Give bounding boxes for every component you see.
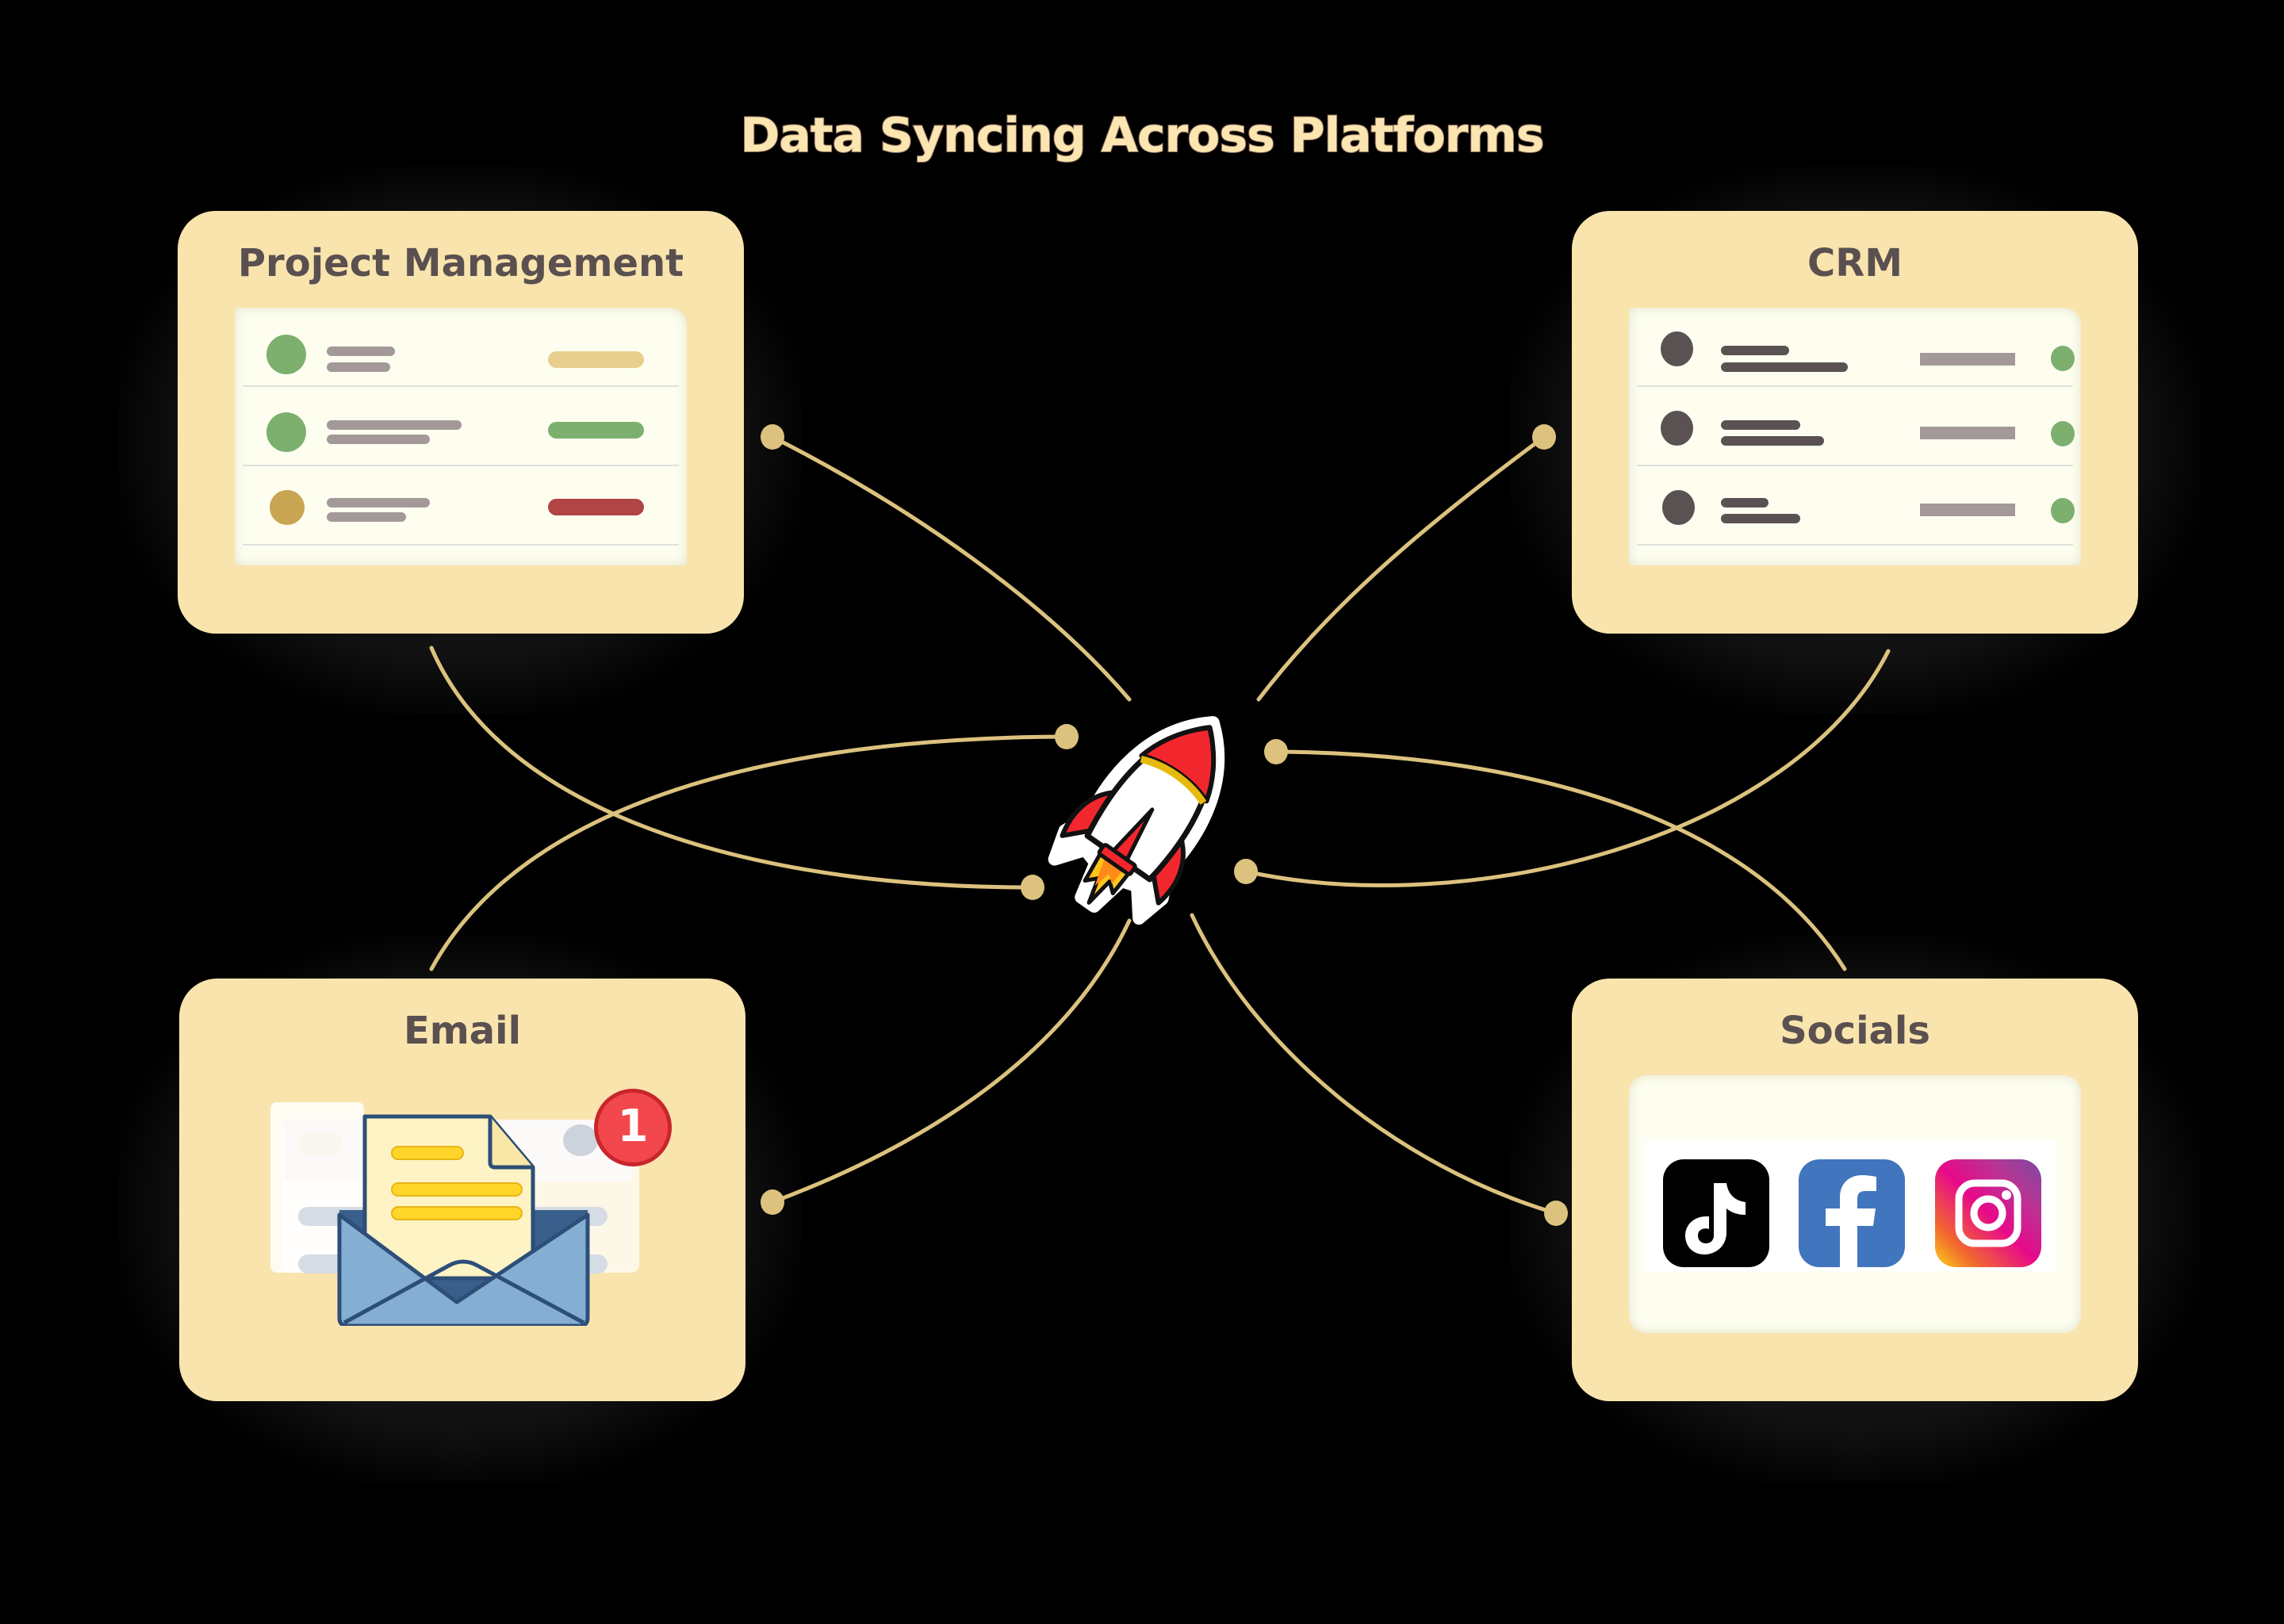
avatar [1662, 490, 1695, 525]
card-title: Email [403, 1009, 522, 1053]
connector-dot [1532, 424, 1556, 450]
connector-crm-hub [1256, 435, 1546, 702]
card-title: CRM [1807, 241, 1903, 285]
connector-pm-hub-lower [429, 645, 1035, 890]
list-item [1637, 466, 2075, 546]
card-title: Socials [1780, 1009, 1930, 1053]
list-item [243, 466, 679, 546]
notification-badge: 1 [594, 1089, 672, 1166]
text-placeholder [327, 362, 390, 372]
open-envelope-icon [270, 1102, 639, 1326]
badge-count: 1 [617, 1101, 649, 1152]
connector-hub-email [770, 918, 1132, 1205]
node-email[interactable]: Email 1 [179, 979, 745, 1401]
status-online-dot [2051, 346, 2075, 371]
connector-crm-hub-lower [1244, 649, 1891, 887]
avatar [270, 490, 305, 525]
text-placeholder [327, 498, 430, 508]
contact-list-panel [1629, 308, 2081, 565]
text-placeholder [327, 512, 406, 522]
connector-dot [761, 424, 784, 450]
text-placeholder [1721, 514, 1800, 523]
node-socials[interactable]: Socials [1572, 979, 2138, 1401]
avatar [266, 412, 306, 452]
connector-pm-hub [770, 435, 1132, 702]
node-crm[interactable]: CRM [1572, 211, 2138, 634]
text-placeholder [327, 435, 430, 444]
field-placeholder [1920, 504, 2015, 516]
connector-socials-hub [1274, 749, 1847, 971]
status-online-dot [2051, 421, 2075, 446]
connector-email-hub [429, 734, 1069, 971]
tiktok-icon[interactable] [1663, 1159, 1769, 1267]
list-item [243, 308, 679, 387]
list-item [1637, 308, 2075, 387]
connector-dot [1544, 1201, 1568, 1226]
field-placeholder [1920, 427, 2015, 439]
connector-dot [1234, 859, 1258, 884]
list-item [243, 387, 679, 466]
node-project-management[interactable]: Project Management [178, 211, 744, 634]
text-placeholder [1721, 498, 1769, 508]
avatar [266, 335, 306, 374]
rocket-icon [1048, 716, 1225, 925]
text-placeholder [1721, 436, 1824, 446]
list-item [1637, 387, 2075, 466]
status-online-dot [2051, 498, 2075, 523]
connector-dot [1055, 724, 1079, 749]
card-title: Project Management [237, 241, 684, 285]
text-placeholder [1721, 362, 1848, 372]
connector-hub-socials [1190, 913, 1558, 1216]
connector-dot [1264, 739, 1288, 764]
avatar [1661, 331, 1693, 366]
instagram-icon[interactable] [1935, 1159, 2041, 1267]
text-placeholder [1721, 346, 1789, 355]
text-placeholder [327, 420, 462, 430]
avatar [1661, 411, 1693, 446]
connector-dot [761, 1189, 784, 1215]
facebook-icon[interactable] [1799, 1159, 1905, 1267]
status-badge [548, 422, 644, 439]
status-badge [548, 499, 644, 515]
status-badge [548, 351, 644, 368]
connector-dot [1021, 875, 1044, 900]
text-placeholder [1721, 420, 1800, 430]
diagram-title: Data Syncing Across Platforms [739, 107, 1545, 164]
text-placeholder [327, 347, 395, 356]
field-placeholder [1920, 353, 2015, 366]
task-list-panel [235, 308, 687, 565]
social-icons-panel [1629, 1075, 2081, 1333]
